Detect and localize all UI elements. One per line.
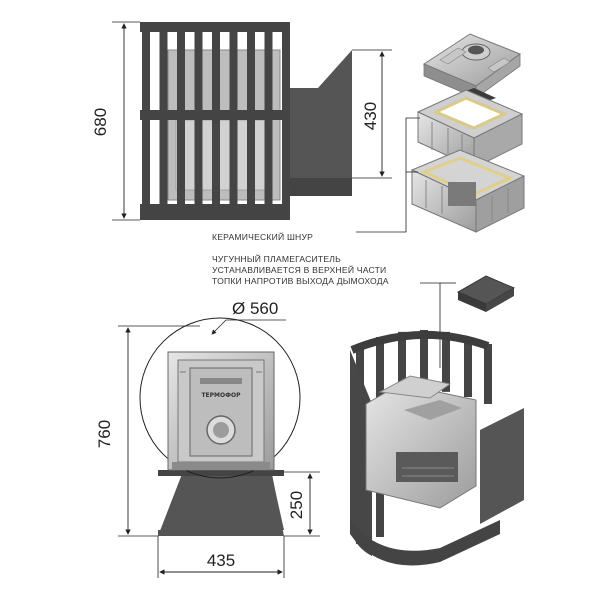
dimension-760: 760 [95,325,200,537]
side-view-convector [286,50,352,196]
grate-bar [420,330,428,390]
dimension-435-label: 435 [207,551,235,570]
grate-bar [464,337,472,397]
dimension-430-label: 430 [361,102,380,130]
grate-bar [282,22,290,220]
side-view-grate-bars [142,22,290,220]
front-view-grate-circle [139,317,301,479]
exploded-firebox [410,33,526,233]
side-view [140,22,352,220]
dimension-diameter-label: Ø 560 [232,299,278,318]
grate-bar [442,331,450,392]
dimension-430: 430 [352,49,392,179]
cutaway-view [350,330,524,566]
grate-bar [194,22,203,220]
flame-arrester-line-1: ЧУГУННЫЙ ПЛАМЕГАСИТЕЛЬ [212,253,341,264]
grate-bar [264,22,273,220]
dimension-680-label: 680 [91,108,110,136]
flame-arrester-part [456,275,516,312]
grate-bar [159,22,168,220]
dimension-435: 435 [157,536,285,578]
grate-bar [484,344,492,404]
grate-bar [212,22,220,220]
dimension-250: 250 [284,471,320,537]
exploded-lower-section [410,149,526,233]
ceramic-cord-label: КЕРАМИЧЕСКИЙ ШНУР [212,231,313,242]
flame-arrester-line-3: ТОПКИ НАПРОТИВ ВЫХОДА ДЫМОХОДА [212,276,389,286]
ceramic-cord-leader [356,117,420,233]
dimension-680: 680 [91,21,140,221]
grate-bar [247,22,255,220]
exploded-top-lid [422,33,522,99]
dimension-760-label: 760 [95,420,114,448]
door-plate-label: ТЕРМОФОР [201,392,241,399]
dimension-250-label: 250 [287,491,306,519]
grate-bar [177,22,185,220]
flame-arrester-callout: ЧУГУННЫЙ ПЛАМЕГАСИТЕЛЬ УСТАНАВЛИВАЕТСЯ В… [212,253,456,368]
front-view: ТЕРМОФОР [139,317,301,536]
grate-bar [398,331,406,392]
cutaway-shell [350,350,372,556]
grate-bar [229,22,238,220]
grate-bar [142,22,150,220]
flame-arrester-line-2: УСТАНАВЛИВАЕТСЯ В ВЕРХНЕЙ ЧАСТИ [212,264,386,275]
exploded-upper-section [416,89,524,169]
dimension-diameter: Ø 560 [211,299,286,335]
